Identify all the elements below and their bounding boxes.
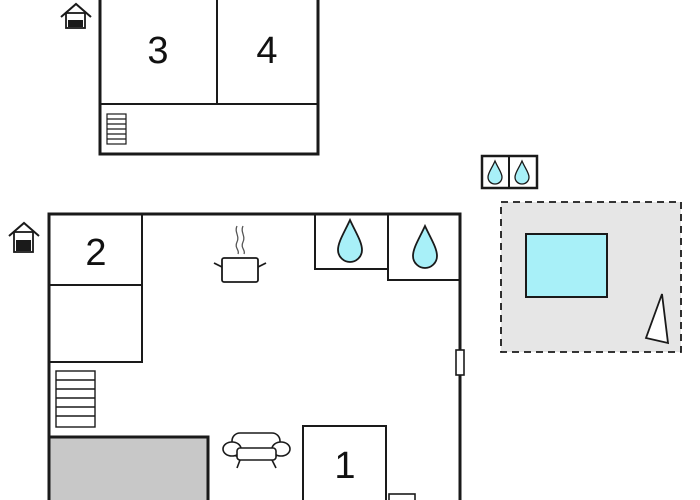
outdoor-area xyxy=(480,154,682,353)
water-drop-icon xyxy=(337,217,363,263)
upper-floor: 3 4 xyxy=(60,0,320,156)
house-entrance-icon xyxy=(8,221,40,253)
room-1-wall xyxy=(302,425,387,500)
bathroom-1-wall xyxy=(314,214,388,270)
covered-area-wall xyxy=(49,435,210,500)
house-entrance-icon xyxy=(60,2,92,29)
covered-area xyxy=(49,437,208,500)
window-icon xyxy=(455,349,465,376)
ground-floor: 2 xyxy=(8,212,465,500)
water-drops-sign-icon xyxy=(480,154,539,190)
sunbed-icon xyxy=(644,293,670,345)
room-number-2: 2 xyxy=(85,232,106,274)
bathroom-2-wall xyxy=(387,214,460,281)
sofa-icon xyxy=(222,432,291,469)
kitchen-pot-icon xyxy=(213,225,267,283)
room-number-4: 4 xyxy=(256,30,277,72)
door-icon xyxy=(388,493,416,500)
stairs-icon xyxy=(55,370,96,428)
water-drop-icon xyxy=(412,223,438,269)
room-number-1: 1 xyxy=(334,445,355,487)
pool-icon xyxy=(525,233,608,298)
room-number-3: 3 xyxy=(147,30,168,72)
room-2-wall xyxy=(49,214,143,363)
stairs-icon xyxy=(106,113,127,145)
upper-floor-outline xyxy=(98,0,320,156)
